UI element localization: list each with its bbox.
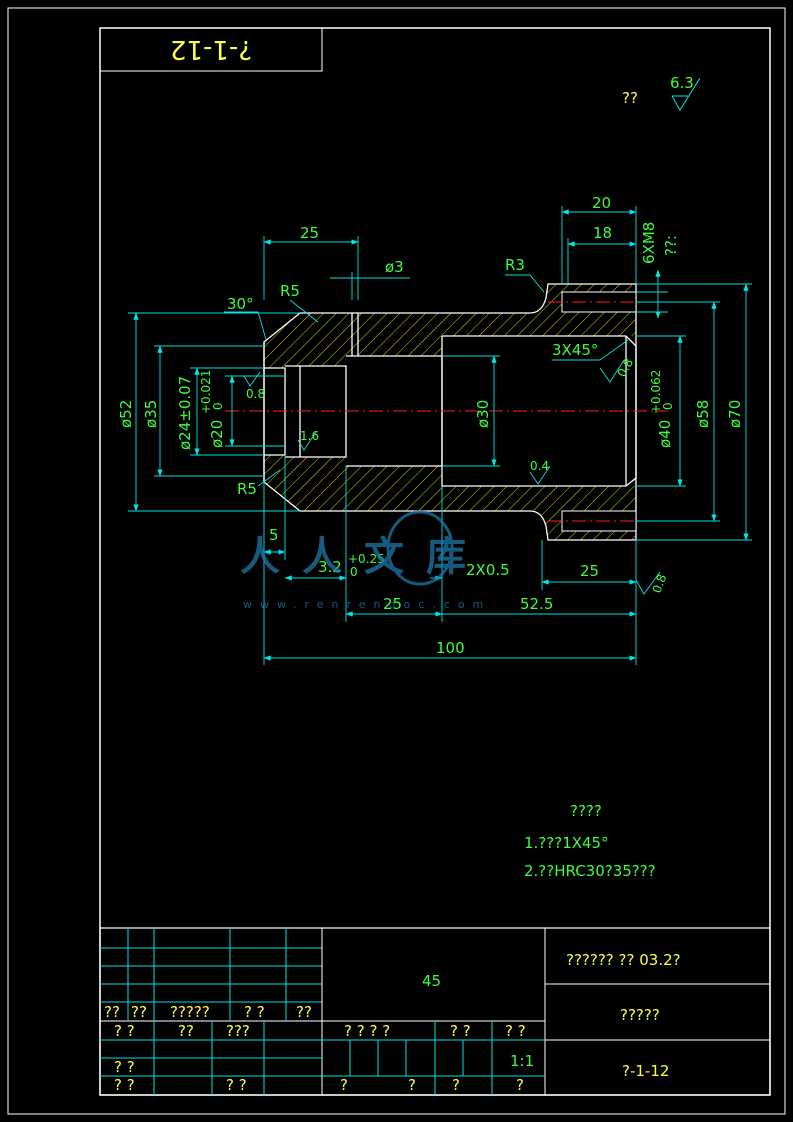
thread-note: ??: xyxy=(662,235,680,256)
dim-r5-top: R5 xyxy=(280,282,300,300)
dim-25-top: 25 xyxy=(300,224,319,242)
dim-2x05: 2X0.5 xyxy=(466,561,510,579)
drawing-number: ?-1-12 xyxy=(622,1062,669,1080)
rough-04: 0.4 xyxy=(530,459,549,473)
dim-chamfer-3x45: 3X45° xyxy=(552,341,598,359)
dim-d24: ø24±0.07 xyxy=(176,376,194,450)
sign-row-0-a: ? ? xyxy=(114,1022,135,1040)
part-section xyxy=(225,283,668,541)
dim-d52: ø52 xyxy=(117,400,135,428)
sign-row-0-b: ?? xyxy=(178,1022,194,1040)
dim-d30: ø30 xyxy=(474,400,492,428)
stage-header-2: ? ? xyxy=(505,1022,526,1040)
sheet-label-1: ? xyxy=(408,1076,416,1094)
dim-d35: ø35 xyxy=(142,400,160,428)
sheet-label-0: ? xyxy=(340,1076,348,1094)
dim-5: 5 xyxy=(269,526,279,544)
technical-notes: ???? 1.???1X45° 2.??HRC30?35??? xyxy=(524,802,656,880)
dim-d40-tol-low: 0 xyxy=(661,402,675,410)
rotated-drawing-number: ?-1-12 xyxy=(170,34,252,64)
dim-20: 20 xyxy=(592,194,611,212)
roughness-value: 6.3 xyxy=(670,74,694,92)
rotated-drawing-number-box xyxy=(99,27,323,72)
watermark: 人人文库 www.renrendoc.com xyxy=(240,510,491,611)
dim-d40: ø40 xyxy=(656,420,674,448)
dimensions: 25 ø3 R5 30° R3 20 18 6XM8 ??: 3X45° xyxy=(117,194,752,665)
rev-header-2: ????? xyxy=(170,1003,210,1021)
dim-25-right: 25 xyxy=(580,562,599,580)
rough-08-left: 0.8 xyxy=(246,387,265,401)
dim-d58: ø58 xyxy=(694,400,712,428)
scale-value: 1:1 xyxy=(510,1052,534,1070)
dim-32: 3.2 xyxy=(318,558,342,576)
dim-25-bottom: 25 xyxy=(383,595,402,613)
sign-row-0-c: ??? xyxy=(226,1022,250,1040)
rev-header-0: ?? xyxy=(104,1003,120,1021)
dim-30deg: 30° xyxy=(227,295,254,313)
rev-header-3: ? ? xyxy=(244,1003,265,1021)
sign-row-2-a: ? ? xyxy=(114,1076,135,1094)
sign-row-2-c: ? ? xyxy=(226,1076,247,1094)
dim-d70: ø70 xyxy=(726,400,744,428)
dim-d40-tol-up: +0.062 xyxy=(649,370,663,414)
rev-header-1: ?? xyxy=(131,1003,147,1021)
watermark-chars: 人人文库 xyxy=(240,534,488,580)
school-name: ?????? ?? 03.2? xyxy=(566,951,681,969)
notes-line2: 2.??HRC30?35??? xyxy=(524,862,656,880)
stage-header-0: ? ? ? ? xyxy=(344,1022,390,1040)
dim-32-tol-low: 0 xyxy=(350,565,358,579)
rough-08-bottom: 0.8 xyxy=(650,572,670,595)
roughness-label: ?? xyxy=(622,89,638,107)
rough-16: 1.6 xyxy=(300,429,319,443)
dim-525: 52.5 xyxy=(520,595,553,613)
dim-d20: ø20 xyxy=(208,420,226,448)
dim-r5-bottom: R5 xyxy=(237,480,257,498)
notes-title: ???? xyxy=(570,802,602,820)
dim-100: 100 xyxy=(436,639,465,657)
dim-d20-tol-up: +0.021 xyxy=(199,370,213,414)
sheet-label-2: ? xyxy=(452,1076,460,1094)
notes-line1: 1.???1X45° xyxy=(524,834,609,852)
dim-r3: R3 xyxy=(505,256,525,274)
outer-border xyxy=(7,7,786,1115)
dim-d20-tol-low: 0 xyxy=(211,402,225,410)
stage-header-1: ? ? xyxy=(450,1022,471,1040)
roughness-symbol: ?? 6.3 xyxy=(622,74,701,111)
rev-header-4: ?? xyxy=(296,1003,312,1021)
thread-label: 6XM8 xyxy=(640,222,658,264)
watermark-url: www.renrendoc.com xyxy=(243,598,491,611)
title-block: ?? ?? ????? ? ? ?? ? ? ?? ??? ? ? ? ? ? … xyxy=(99,927,771,1096)
part-name: ????? xyxy=(620,1006,660,1024)
dim-d3: ø3 xyxy=(385,258,404,276)
sign-row-1-a: ? ? xyxy=(114,1058,135,1076)
rough-08-bore: 0.8 xyxy=(614,356,636,380)
dim-18: 18 xyxy=(593,224,612,242)
sheet-label-3: ? xyxy=(516,1076,524,1094)
material: 45 xyxy=(422,972,441,990)
dim-32-tol-up: +0.25 xyxy=(348,552,385,566)
